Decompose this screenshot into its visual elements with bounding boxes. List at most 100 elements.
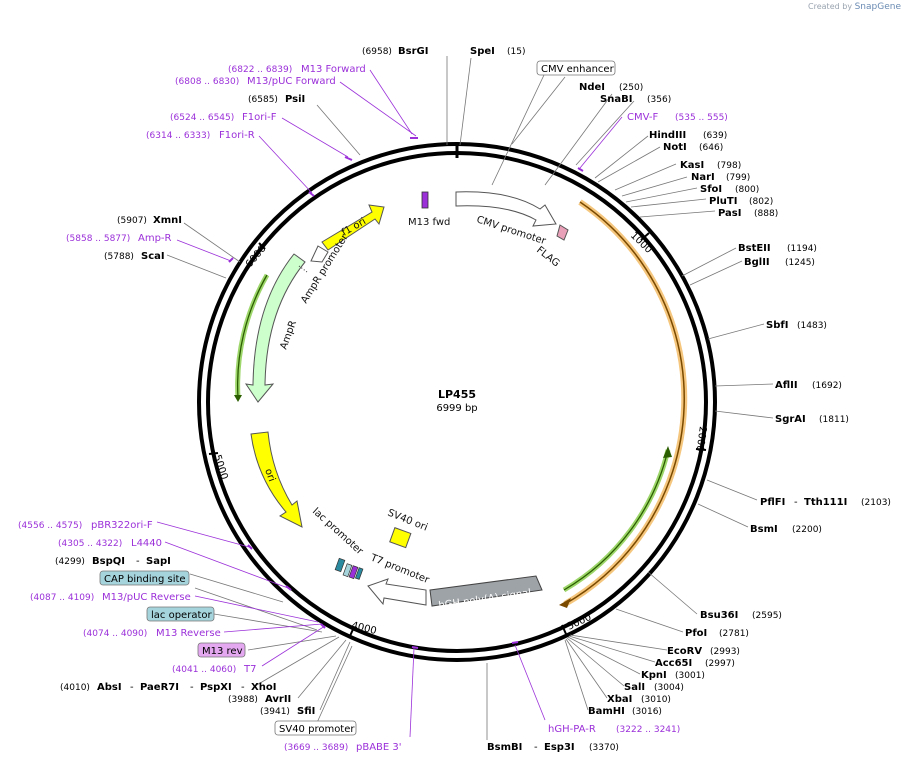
site-bglii-pos: (1245) <box>785 258 815 268</box>
site-absi: AbsI <box>97 682 122 693</box>
primer-cmv-f: CMV-F <box>627 112 658 123</box>
site-sbfi: SbfI <box>766 320 788 331</box>
site-sfii-pos: (3941) <box>260 707 290 717</box>
primer-f1ori-r: F1ori-R <box>219 130 255 141</box>
site-sfii: SfiI <box>297 706 315 717</box>
m13-fwd-label: M13 fwd <box>408 217 450 228</box>
primer-amp-r-range: (5858 .. 5877) <box>66 234 130 244</box>
ori-arrow <box>250 431 303 528</box>
site-bglii: BglII <box>744 257 770 268</box>
f1-ori-arrow <box>321 204 385 251</box>
cmv-promoter-arrow <box>455 191 557 227</box>
credit-prefix: Created by <box>808 2 853 11</box>
site-bamhi-pos: (3016) <box>632 707 662 717</box>
primer-amp-r: Amp-R <box>138 233 172 244</box>
site-absi-sep2: - <box>190 682 194 693</box>
site-pluti-pos: (802) <box>749 197 773 207</box>
site-psii: PsiI <box>285 94 305 105</box>
primer-m13-reverse: M13 Reverse <box>156 628 221 639</box>
cmv-enhancer-label: CMV enhancer <box>541 64 615 75</box>
site-bsu36i: Bsu36I <box>700 610 738 621</box>
site-paer7i: PaeR7I <box>140 682 179 693</box>
snapgene-logo: SnapGene <box>854 2 901 12</box>
lac-operator-label: lac operator <box>151 610 212 621</box>
site-spei: SpeI <box>470 46 495 57</box>
primer-pbr322ori: pBR322ori-F <box>91 520 153 531</box>
lac-operator-feature <box>342 563 353 578</box>
primer-f1ori-f: F1ori-F <box>242 112 277 123</box>
site-xhoi: XhoI <box>251 682 276 693</box>
site-sbfi-pos: (1483) <box>797 321 827 331</box>
right-gene-arc-head <box>663 446 672 458</box>
tick-2000: 2000 <box>693 426 707 453</box>
site-bsu36i-pos: (2595) <box>752 611 782 621</box>
primer-pbabe: pBABE 3' <box>356 742 402 753</box>
site-bsrgi: BsrGI <box>398 46 428 57</box>
site-bsrgi-pos: (6958) <box>362 47 392 57</box>
primer-m13puc-reverse: M13/pUC Reverse <box>102 592 191 603</box>
primer-m13-reverse-range: (4074 .. 4090) <box>83 629 147 639</box>
site-kpni: KpnI <box>641 670 667 681</box>
site-ndei-pos: (250) <box>619 83 643 93</box>
site-absi-sep1: - <box>130 682 134 693</box>
primer-f1ori-f-range: (6524 .. 6545) <box>170 113 234 123</box>
tick-label-6000: 6000 <box>244 243 269 270</box>
site-aflii-pos: (1692) <box>812 381 842 391</box>
site-aflii: AflII <box>775 380 798 391</box>
site-sgrai-pos: (1811) <box>819 415 849 425</box>
site-absi-sep3: - <box>241 682 245 693</box>
site-kasi-pos: (798) <box>717 161 741 171</box>
site-kpni-pos: (3001) <box>675 671 705 681</box>
site-xmni: XmnI <box>153 215 182 226</box>
site-sgrai: SgrAI <box>775 414 806 425</box>
t7-promoter-arrow <box>367 578 427 606</box>
primer-t7: T7 <box>243 664 256 675</box>
left-gene-arc-core <box>236 274 268 399</box>
site-pspxi: PspXI <box>200 682 232 693</box>
site-snabi-pos: (356) <box>647 95 671 105</box>
t7-promoter-label: T7 promoter <box>368 552 431 586</box>
cap-binding-feature <box>334 557 346 573</box>
lac-operator-box <box>146 606 215 622</box>
m13-rev-label: M13 rev <box>202 646 243 657</box>
site-xbai: XbaI <box>607 694 632 705</box>
primer-leader-lines <box>156 69 623 738</box>
insert-arc-head <box>559 598 571 608</box>
backbone-inner <box>206 151 708 653</box>
primer-pbabe-range: (3669 .. 3689) <box>284 743 348 753</box>
primer-cmv-f-range: (535 .. 555) <box>675 113 728 123</box>
cap-binding-label: CAP binding site <box>104 574 186 585</box>
site-noti: NotI <box>663 142 687 153</box>
site-sfoi: SfoI <box>700 184 722 195</box>
hgh-polya-feature <box>429 575 543 607</box>
site-pflfi-pos: (2103) <box>861 498 891 508</box>
right-gene-arc-core <box>563 449 669 591</box>
site-noti-pos: (646) <box>699 143 723 153</box>
site-xbai-pos: (3010) <box>641 695 671 705</box>
sv40-promoter-label: SV40 promoter <box>279 724 355 735</box>
primer-m13-forward: M13 Forward <box>301 64 366 75</box>
primer-hgh-pa-r: hGH-PA-R <box>548 724 596 735</box>
site-kasi: KasI <box>680 160 704 171</box>
site-scai: ScaI <box>141 251 165 262</box>
site-bspqi: BspQI <box>92 556 125 567</box>
site-pfoi: PfoI <box>685 628 707 639</box>
site-hindiii-pos: (639) <box>703 131 727 141</box>
primer-markers <box>228 137 584 649</box>
snapgene-credit: Created by SnapGene <box>808 2 901 12</box>
primer-m13puc-forward: M13/pUC Forward <box>247 76 336 87</box>
site-bsteii: BstEII <box>738 243 771 254</box>
site-avrii: AvrII <box>265 694 291 705</box>
ampr-arrow <box>244 253 306 403</box>
site-absi-pos: (4010) <box>60 683 90 693</box>
cmv-enhancer-box <box>536 60 616 76</box>
tick-label-2000: 2000 <box>693 426 707 453</box>
m13-fwd-feature <box>421 191 429 209</box>
site-scai-pos: (5788) <box>104 252 134 262</box>
ori-label: ori <box>262 467 277 483</box>
site-bamhi: BamHI <box>588 706 625 717</box>
t7-feature <box>354 567 364 580</box>
site-bsmbi-pos: (3370) <box>589 743 619 753</box>
site-xmni-pos: (5907) <box>117 216 147 226</box>
